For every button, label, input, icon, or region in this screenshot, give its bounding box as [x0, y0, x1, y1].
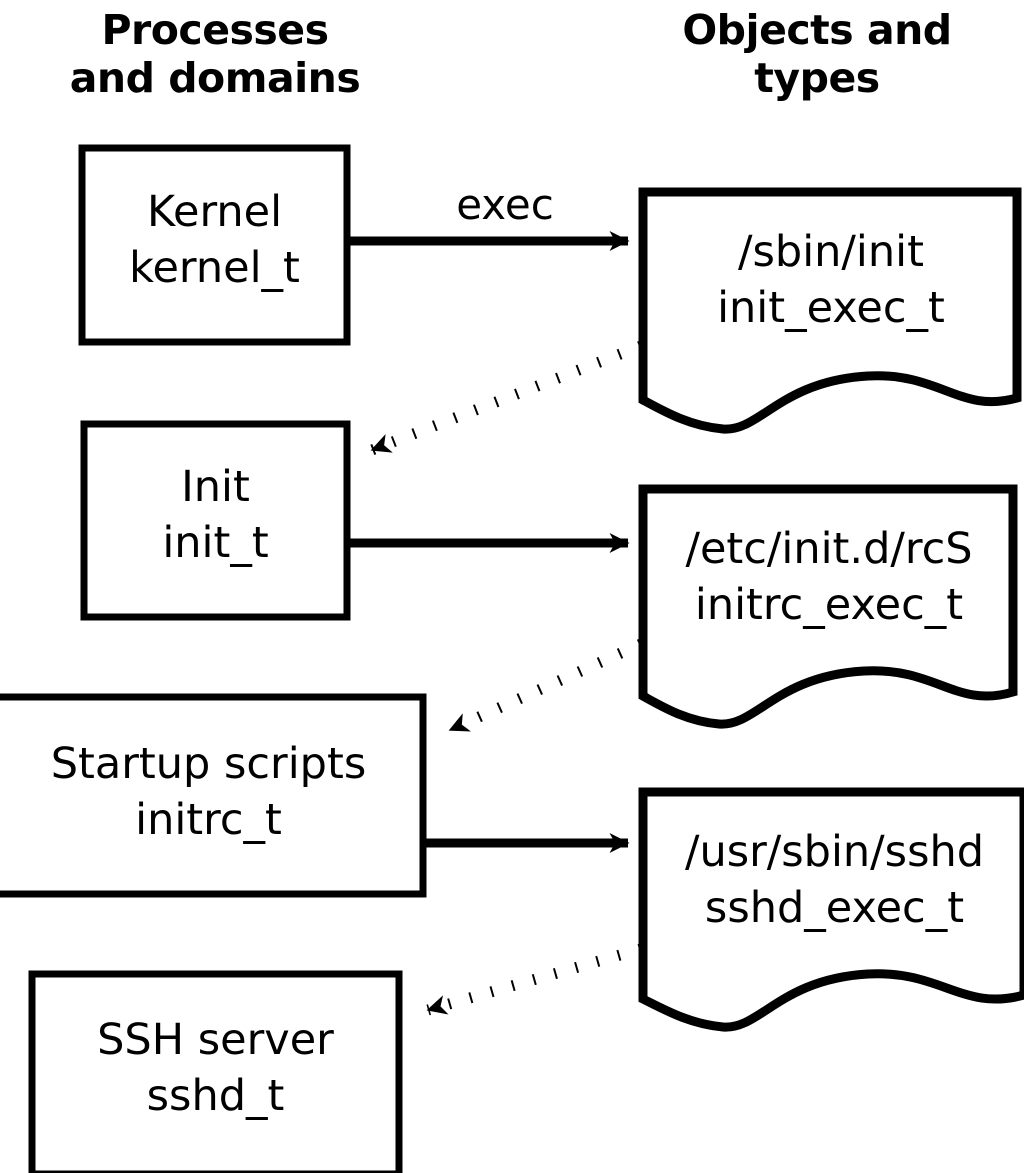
- process-node-kernel[interactable]: [78, 144, 351, 346]
- object-node-sshd-exec[interactable]: [638, 787, 1024, 1032]
- process-node-initrc[interactable]: [0, 693, 427, 898]
- object-node-initrc-exec[interactable]: [638, 484, 1018, 729]
- edge-init-exec-to-init: [370, 340, 643, 456]
- edge-initrc-exec-to-initrc: [447, 638, 644, 736]
- process-node-init[interactable]: [80, 420, 351, 621]
- object-node-init-exec[interactable]: [638, 187, 1022, 434]
- column-heading-processes: Processes and domains: [69, 6, 361, 102]
- edge-label-exec: exec: [456, 180, 554, 229]
- column-heading-objects: Objects and types: [682, 6, 952, 102]
- edge-sshd-exec-to-sshd: [426, 943, 643, 1016]
- process-node-sshd[interactable]: [28, 970, 403, 1173]
